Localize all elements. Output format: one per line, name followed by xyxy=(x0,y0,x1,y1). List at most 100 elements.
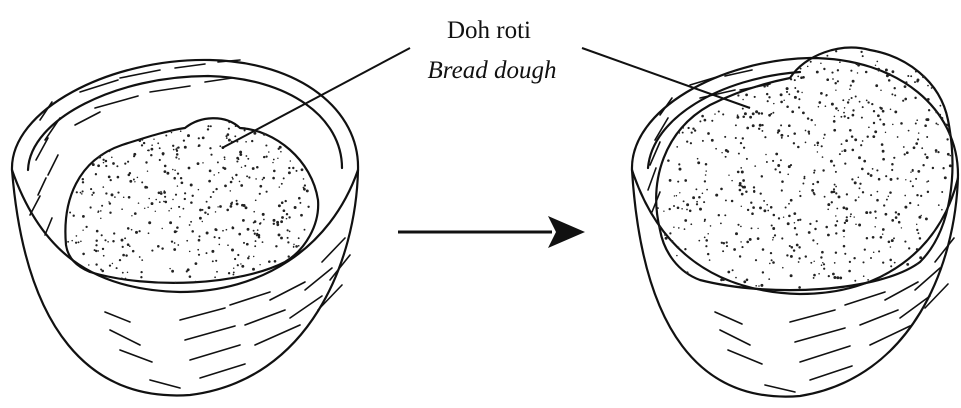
dough-stipple-dot xyxy=(891,93,893,95)
dough-stipple-dot xyxy=(127,243,130,246)
dough-stipple-dot xyxy=(659,226,661,228)
dough-stipple-dot xyxy=(918,132,919,133)
dough-stipple-dot xyxy=(873,251,875,253)
dough-stipple-dot xyxy=(283,209,286,212)
dough-stipple-dot xyxy=(663,210,664,211)
dough-stipple-dot xyxy=(107,241,109,243)
dough-stipple-dot xyxy=(184,146,187,149)
dough-stipple-dot xyxy=(843,236,844,237)
dough-stipple-dot xyxy=(845,207,848,210)
dough-stipple-dot xyxy=(247,228,250,231)
dough-stipple-dot xyxy=(835,50,837,52)
dough-stipple-dot xyxy=(777,164,780,167)
dough-stipple-dot xyxy=(164,170,167,173)
dough-stipple-dot xyxy=(847,117,849,119)
dough-stipple-dot xyxy=(878,178,881,181)
dough-stipple-dot xyxy=(234,258,236,260)
dough-stipple-dot xyxy=(669,208,671,210)
dough-stipple-dot xyxy=(307,206,309,208)
dough-stipple-dot xyxy=(770,206,773,209)
dough-stipple-dot xyxy=(917,204,919,206)
dough-stipple-dot xyxy=(772,261,775,264)
dough-stipple-dot xyxy=(253,211,255,213)
dough-stipple-dot xyxy=(897,213,900,216)
dough-stipple-dot xyxy=(692,196,695,199)
dough-stipple-dot xyxy=(743,280,746,283)
dough-stipple-dot xyxy=(299,202,301,204)
dough-stipple-dot xyxy=(176,147,177,148)
dough-stipple-dot xyxy=(253,230,255,232)
dough-stipple-dot xyxy=(833,276,836,279)
dough-stipple-dot xyxy=(683,200,685,202)
dough-stipple-dot xyxy=(917,170,920,173)
dough-stipple-dot xyxy=(725,199,727,201)
dough-stipple-dot xyxy=(788,124,791,127)
dough-stipple-dot xyxy=(851,97,853,99)
dough-stipple-dot xyxy=(904,85,907,88)
dough-stipple-dot xyxy=(773,214,776,217)
dough-stipple-dot xyxy=(927,85,929,87)
dough-stipple-dot xyxy=(707,132,710,135)
dough-stipple-dot xyxy=(207,213,209,215)
dough-stipple-dot xyxy=(816,71,819,74)
dough-stipple-dot xyxy=(885,69,888,72)
dough-stipple-dot xyxy=(286,213,288,215)
dough-stipple-dot xyxy=(859,183,861,185)
dough-stipple-dot xyxy=(101,270,104,273)
dough-stipple-dot xyxy=(935,111,937,113)
dough-stipple-dot xyxy=(125,278,127,280)
dough-stipple-dot xyxy=(781,137,783,139)
dough-stipple-dot xyxy=(742,108,744,110)
dough-stipple-dot xyxy=(759,206,762,209)
dough-stipple-dot xyxy=(858,224,861,227)
dough-stipple-dot xyxy=(278,204,281,207)
dough-stipple-dot xyxy=(793,249,795,251)
dough-stipple-dot xyxy=(245,206,248,209)
dough-stipple-dot xyxy=(838,195,841,198)
dough-stipple-dot xyxy=(866,100,868,102)
dough-stipple-dot xyxy=(818,106,820,108)
dough-stipple-dot xyxy=(832,273,835,276)
dough-stipple-dot xyxy=(741,246,743,248)
dough-stipple-dot xyxy=(211,250,214,253)
dough-stipple-dot xyxy=(73,215,75,217)
dough-stipple-dot xyxy=(888,73,891,76)
dough-stipple-dot xyxy=(789,245,791,247)
dough-stipple-dot xyxy=(657,207,659,209)
dough-stipple-dot xyxy=(720,279,723,282)
dough-stipple-dot xyxy=(841,151,842,152)
dough-stipple-dot xyxy=(262,241,264,243)
dough-stipple-dot xyxy=(161,228,162,229)
dough-stipple-dot xyxy=(746,158,748,160)
dough-stipple-dot xyxy=(885,175,887,177)
dough-stipple-dot xyxy=(883,274,885,276)
dough-stipple-dot xyxy=(904,98,907,101)
dough-stipple-dot xyxy=(922,164,924,166)
dough-stipple-dot xyxy=(750,202,752,204)
dough-stipple-dot xyxy=(123,196,125,198)
dough-stipple-dot xyxy=(735,137,737,139)
dough-stipple-dot xyxy=(941,191,943,193)
dough-stipple-dot xyxy=(906,263,909,266)
dough-stipple-dot xyxy=(711,120,713,122)
dough-stipple-dot xyxy=(835,89,836,90)
dough-stipple-dot xyxy=(183,139,185,141)
dough-stipple-dot xyxy=(285,200,287,202)
dough-stipple-dot xyxy=(214,236,216,238)
dough-stipple-dot xyxy=(770,252,772,254)
dough-stipple-dot xyxy=(740,226,742,228)
dough-stipple-dot xyxy=(691,131,693,133)
dough-stipple-dot xyxy=(870,174,873,177)
dough-stipple-dot xyxy=(230,205,233,208)
dough-stipple-dot xyxy=(202,221,203,222)
dough-stipple-dot xyxy=(147,170,148,171)
dough-stipple-dot xyxy=(867,136,869,138)
dough-stipple-dot xyxy=(239,151,242,154)
dough-stipple-dot xyxy=(891,219,894,222)
dough-stipple-dot xyxy=(916,248,918,250)
dough-stipple-dot xyxy=(817,144,819,146)
dough-stipple-dot xyxy=(852,114,855,117)
dough-stipple-dot xyxy=(686,271,688,273)
dough-stipple-dot xyxy=(861,168,864,171)
dough-stipple-dot xyxy=(679,192,680,193)
